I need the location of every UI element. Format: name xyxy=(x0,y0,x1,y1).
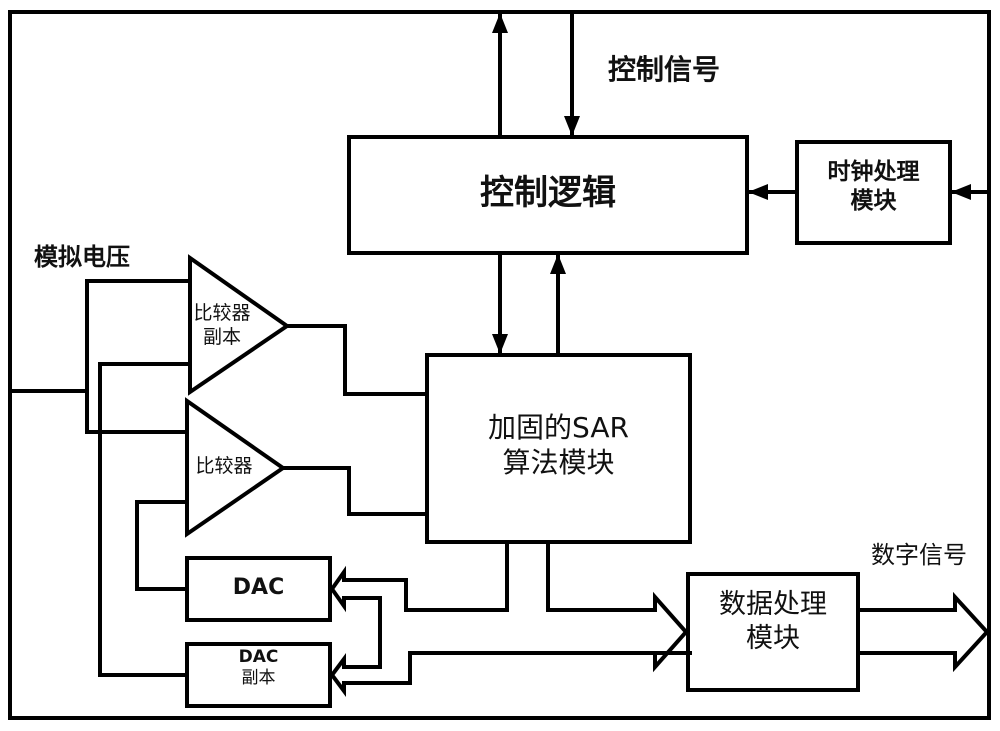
control-signal-label: 控制信号 xyxy=(608,52,720,87)
comparator-copy-label: 比较器 副本 xyxy=(186,302,258,350)
sar-algorithm-label: 加固的SAR 算法模块 xyxy=(427,410,690,480)
comparator-output-wire xyxy=(283,468,427,514)
comparator-copy-output-wire xyxy=(287,326,427,394)
control-logic-label: 控制逻辑 xyxy=(349,172,747,215)
analog-voltage-label: 模拟电压 xyxy=(34,242,130,272)
dac-label: DAC xyxy=(187,574,330,602)
dac-copy-label: DAC 副本 xyxy=(187,647,330,690)
sar-to-dac-bus xyxy=(332,542,690,691)
dac-to-comparator-wire xyxy=(137,502,187,589)
sar-to-data-processing-bus xyxy=(548,542,686,667)
comparator-copy-label-line2: 副本 xyxy=(186,326,258,350)
clock-module-label-line1: 时钟处理 xyxy=(797,158,950,187)
comparator-label: 比较器 xyxy=(186,455,262,479)
analog-to-comparator-copy-wire xyxy=(87,281,190,432)
dac-copy-label-line2: 副本 xyxy=(187,668,330,689)
data-processing-label-line2: 模块 xyxy=(688,622,858,656)
data-processing-label: 数据处理 模块 xyxy=(688,588,858,656)
digital-signal-label: 数字信号 xyxy=(871,540,967,570)
clock-module-label-line2: 模块 xyxy=(797,187,950,216)
dac-copy-to-comparator-copy-wire xyxy=(100,364,190,675)
dac-copy-label-line1: DAC xyxy=(187,647,330,668)
comparator-copy-label-line1: 比较器 xyxy=(186,302,258,326)
digital-output-bus xyxy=(858,597,987,667)
sar-algorithm-label-line1: 加固的SAR xyxy=(427,410,690,445)
sar-algorithm-label-line2: 算法模块 xyxy=(427,445,690,480)
data-processing-label-line1: 数据处理 xyxy=(688,588,858,622)
clock-module-label: 时钟处理 模块 xyxy=(797,158,950,216)
